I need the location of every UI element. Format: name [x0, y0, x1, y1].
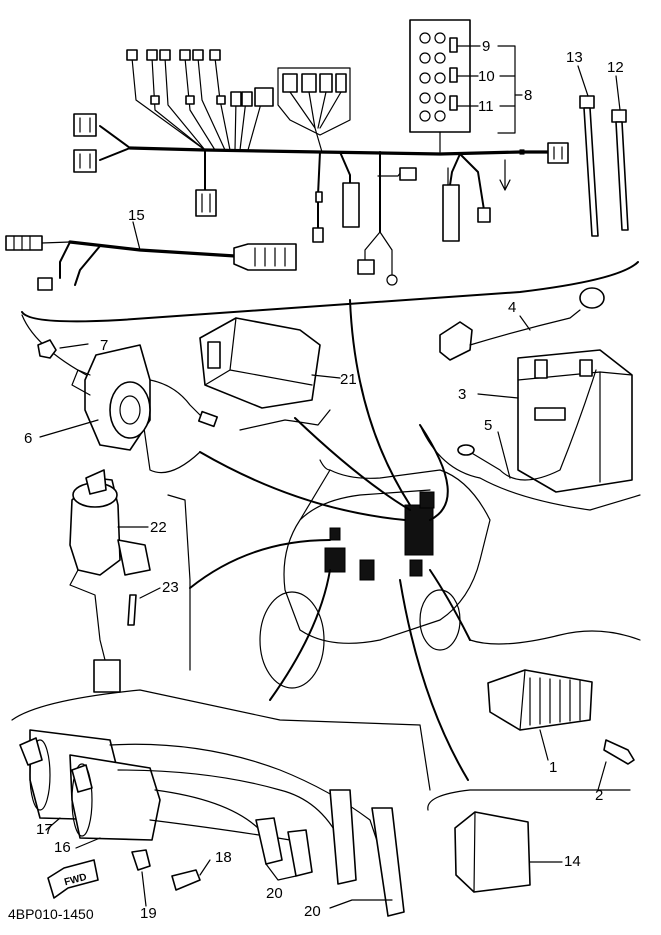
label-part-14: 14 [564, 853, 581, 870]
label-part-11: 11 [478, 98, 494, 115]
label-part-6: 6 [24, 430, 32, 447]
label-part-4: 4 [508, 299, 516, 316]
part-battery [419, 287, 641, 511]
part-main-switch [69, 469, 191, 693]
label-part-16: 16 [54, 839, 71, 856]
label-part-22: 22 [150, 519, 167, 536]
part-cdi-unit [199, 317, 341, 431]
label-part-20b: 20 [304, 903, 321, 920]
part-ignition-coils [11, 689, 431, 917]
label-part-1: 1 [549, 759, 557, 776]
label-part-23: 23 [162, 579, 179, 596]
label-part-2: 2 [595, 787, 603, 804]
diagram-code: 4BP010-1450 [8, 906, 94, 922]
part-rectifier [469, 630, 641, 791]
label-part-12: 12 [607, 59, 624, 76]
label-part-8: 8 [524, 87, 532, 104]
label-part-13: 13 [566, 49, 583, 66]
wire-harness [5, 19, 629, 291]
label-part-3: 3 [458, 386, 466, 403]
label-part-18: 18 [215, 849, 232, 866]
label-part-17: 17 [36, 821, 53, 838]
label-part-7: 7 [100, 337, 108, 354]
label-part-5: 5 [484, 417, 492, 434]
harness-boundary [21, 261, 639, 323]
part-horn [21, 314, 219, 474]
part-number-labels: 1 2 3 4 5 6 7 8 9 10 11 12 13 14 15 16 1… [24, 38, 624, 922]
part-relay [427, 789, 631, 893]
label-part-20a: 20 [266, 885, 283, 902]
label-part-9: 9 [482, 38, 490, 55]
label-part-21: 21 [340, 371, 357, 388]
label-part-19: 19 [140, 905, 157, 922]
location-lines [189, 299, 471, 781]
label-part-10: 10 [478, 68, 495, 85]
fwd-arrow: FWD [47, 859, 99, 899]
label-part-15: 15 [128, 207, 145, 224]
motorcycle-silhouette [259, 459, 491, 689]
